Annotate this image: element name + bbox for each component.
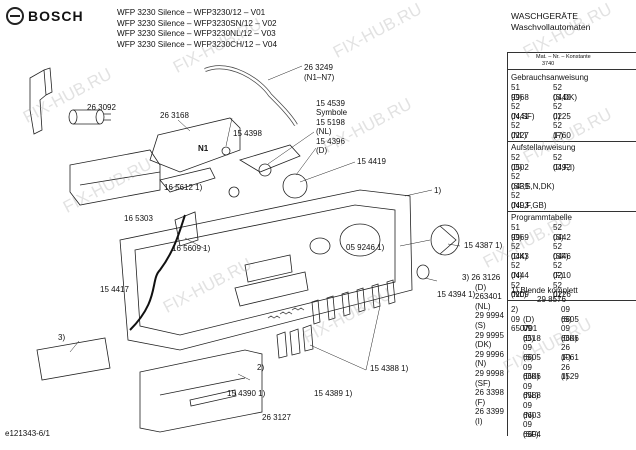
variant-line: (DK) [475, 340, 492, 350]
variant-line: (S) [475, 320, 486, 330]
wire-harness [129, 214, 186, 331]
variant-line: (D) [475, 282, 487, 292]
springs [267, 307, 305, 319]
variant-line: (F) [475, 397, 486, 407]
part-label: 26 3127 [262, 413, 291, 422]
variant-line: 26 3398 [475, 388, 504, 398]
variant-line: 29 9994 [475, 311, 504, 321]
section-divider [507, 211, 636, 212]
section-divider [507, 300, 636, 301]
variant-line: (SF) [475, 378, 491, 388]
variant-line: (N) [475, 359, 487, 369]
switch-lever [159, 167, 216, 193]
material-number-box: Mat. – Nr. – Konstante 3740 [507, 52, 636, 70]
variant-line: (I) [475, 416, 483, 426]
model-line: WFP 3230 Silence – WFP3230/12 – V01 [117, 8, 266, 17]
material-box-value: 3740 [542, 61, 555, 67]
column-divider [507, 70, 508, 436]
part-label: 15 4390 1) [227, 389, 266, 398]
part-label: 15 4389 1) [314, 389, 353, 398]
part-label: 15 4539 [316, 99, 345, 108]
part-label: 15 4396 [316, 137, 345, 146]
leader-lines [69, 65, 461, 381]
kit-title: 1) Blende komplett [511, 286, 578, 295]
part-label: 05 9246 1) [346, 243, 385, 252]
section-divider [507, 141, 636, 142]
control-board [149, 117, 241, 173]
part-label: 15 4394 1) [437, 290, 476, 299]
part-label: 16 5609 1) [172, 244, 211, 253]
doc-title: Gebrauchsanweisung [511, 73, 589, 82]
part-label: 16 5612 1) [164, 183, 203, 192]
small-knob [221, 146, 231, 156]
detergent-drawer [139, 349, 263, 433]
display-cover [239, 144, 301, 173]
variant-list: 3) 26 3126 (D) 263401 (NL) 29 9994 (S) 2… [462, 273, 504, 427]
model-line: WFP 3230 Silence – WFP3230NL/12 – V03 [117, 29, 276, 38]
model-line: WFP 3230 Silence – WFP3230SN/12 – V02 [117, 18, 277, 28]
model-line: WFP 3230 Silence – WFP3230CH/12 – V04 [117, 39, 278, 49]
program-knob [430, 224, 460, 256]
part-label: N1 [198, 144, 209, 153]
kit-number: 29 8576 [537, 295, 566, 304]
part-label: Symbole [316, 108, 348, 117]
part-label: (D) [316, 146, 328, 155]
push-buttons [276, 279, 396, 359]
part-label: 26 3249 [304, 63, 333, 72]
part-label: 3) [58, 333, 66, 342]
trim-strip [36, 337, 111, 381]
doc-title: Aufstellanweisung [511, 143, 576, 152]
drawing-id: e121343-6/1 [5, 429, 50, 438]
variant-line: 3) 26 3126 [462, 273, 501, 282]
doc-title: Programmtabelle [511, 213, 572, 222]
selector-ring [282, 173, 308, 199]
part-label: 15 4388 1) [370, 364, 409, 373]
part-label: (NL) [316, 127, 332, 136]
category-label: WASCHGERÄTE Waschvollautomaten [511, 11, 590, 33]
bracket [29, 69, 47, 135]
part-label: 1) [434, 186, 442, 195]
variant-line: 29 9998 [475, 368, 504, 378]
temp-knob [416, 264, 430, 280]
model-list: WFP 3230 Silence – WFP3230/12 – V01 WFP … [117, 8, 277, 50]
variant-line: (NL) [475, 301, 491, 311]
part-label: 2) [257, 363, 265, 372]
part-label: (N1–N7) [304, 73, 335, 82]
material-box-title: Mat. – Nr. – Konstante [536, 54, 591, 60]
variant-line: 29 9995 [475, 330, 504, 340]
variant-line: 263401 [475, 292, 502, 302]
bosch-armature-icon [6, 7, 24, 25]
brand-name: BOSCH [28, 8, 84, 24]
part-label: 15 5198 [316, 118, 345, 127]
variant-line: 26 3399 [475, 407, 504, 417]
part-label: 26 3092 [87, 103, 116, 112]
fascia-panel [119, 189, 413, 351]
part-label: 15 4419 [357, 157, 386, 166]
capacitor [68, 109, 111, 125]
category-title: WASCHGERÄTE [511, 11, 579, 21]
part-label: 15 4398 [233, 129, 262, 138]
part-label: 15 4387 1) [464, 241, 503, 250]
part-label: 16 5303 [124, 214, 153, 223]
part-label: 26 3168 [160, 111, 189, 120]
part-label: 15 4417 [100, 285, 129, 294]
category-subtitle: Waschvollautomaten [511, 22, 591, 32]
variant-line: 29 9996 [475, 349, 504, 359]
